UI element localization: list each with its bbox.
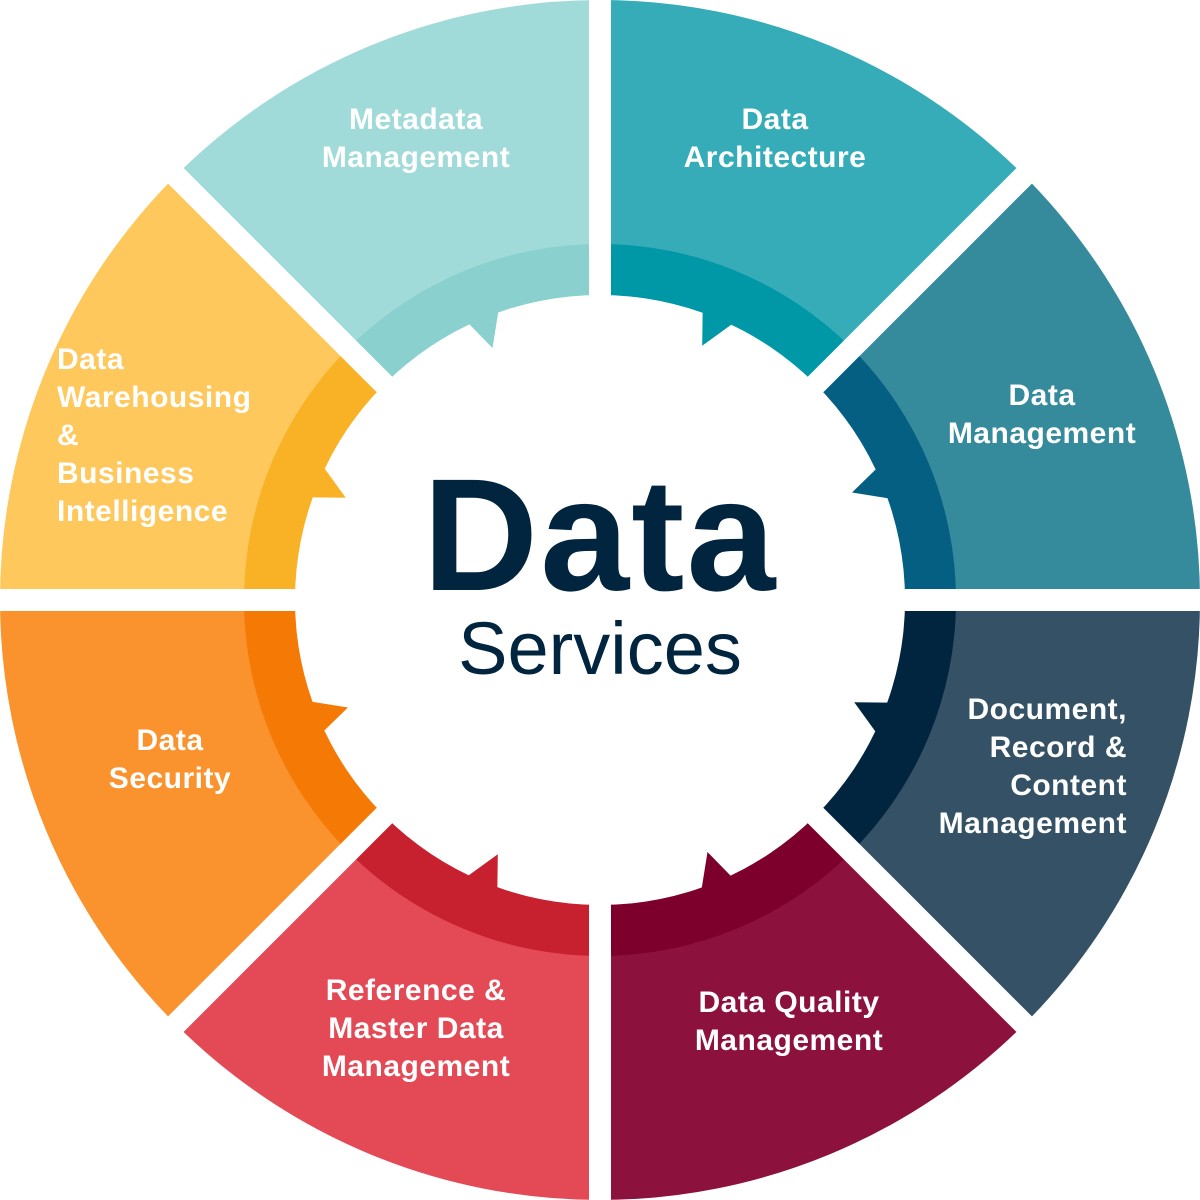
center-title: Data Services [423, 455, 778, 689]
center-title-main: Data [422, 445, 778, 624]
inner-band-reference-master-data [348, 815, 600, 956]
tooth-document-record-content [854, 702, 889, 733]
inner-band-data-warehousing [244, 348, 385, 600]
segment-label-data-warehousing: Data Warehousing & Business Intelligence [57, 343, 252, 528]
tooth-data-architecture [702, 311, 733, 346]
segment-label-data-security: Data Security [108, 724, 232, 795]
center-core [338, 338, 862, 862]
tooth-data-security [311, 701, 348, 732]
tooth-reference-master-data [467, 854, 498, 889]
segment-label-data-quality: Data Quality Management [694, 986, 884, 1057]
inner-band-data-architecture [600, 244, 852, 385]
tooth-data-management [852, 468, 889, 499]
tooth-data-quality [701, 852, 732, 889]
tooth-metadata-management [468, 311, 499, 348]
segment-label-data-architecture: Data Architecture [683, 103, 867, 174]
inner-band-data-security [244, 600, 385, 852]
segment-label-reference-master-data: Reference & Master Data Management [321, 974, 511, 1083]
tooth-data-warehousing [311, 467, 346, 498]
inner-band-document-record-content [815, 600, 956, 852]
segment-label-metadata-management: Metadata Management [321, 103, 511, 174]
center-subtitle: Services [458, 607, 742, 690]
segment-label-document-record-content: Document, Record & Content Management [938, 693, 1127, 840]
inner-band-metadata-management [348, 244, 600, 385]
inner-band-data-management [815, 348, 956, 600]
inner-band-data-quality [600, 815, 852, 956]
segment-label-data-management: Data Management [947, 379, 1137, 450]
